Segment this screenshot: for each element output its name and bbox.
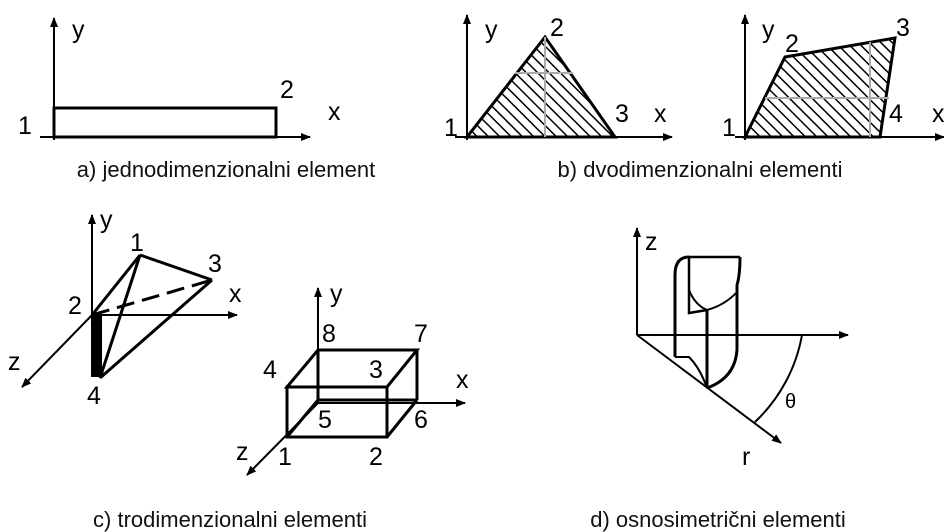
node-label-1: 1 [444,114,458,142]
hex-top-face [283,348,421,389]
r-axis-arrow [636,334,782,444]
axis-label-r: r [742,443,750,471]
ring-bottom-curve [675,356,708,389]
node-label-3: 3 [369,356,383,384]
ring-inner-curve [688,289,708,311]
edge-fill [91,315,102,377]
axis-label-x: x [328,98,341,126]
node-label-4: 4 [889,100,903,128]
axis-label-z: z [8,348,21,376]
tet-edge [90,254,142,316]
tet-edge [99,278,213,380]
tet-hidden-edge [91,278,213,317]
node-label-1: 1 [278,443,292,471]
node-label-3: 3 [208,250,222,278]
axis-label-y: y [72,16,85,44]
tet-edge [139,253,213,282]
node-label-4: 4 [87,382,101,410]
ring-outer-curve [706,285,739,390]
caption-panel-d: d) osnosimetrični elementi [590,507,846,532]
node-label-2: 2 [550,14,564,42]
node-label-2: 2 [68,292,82,320]
axis-label-z: z [645,228,658,256]
node-label-2: 2 [369,443,383,471]
axis-label-x: x [654,100,667,128]
axis-label-z: z [236,438,249,466]
bar-element [52,106,278,139]
caption-panel-b: b) dvodimenzionalni elementi [558,157,843,182]
node-label-1: 1 [722,114,736,142]
node-label-3: 3 [896,14,910,42]
panel-b-quadrilateral: y x 1 2 3 4 [722,14,944,142]
node-label-1: 1 [130,229,144,257]
ring-outer-top-curve [706,291,738,311]
panel-b-triangle: y x 1 2 3 [444,14,673,142]
node-label-7: 7 [414,320,428,348]
node-label-2: 2 [280,76,294,104]
ring-top-right-curve [735,256,742,286]
node-label-4: 4 [263,356,277,384]
node-label-5: 5 [318,406,332,434]
node-label-6: 6 [414,406,428,434]
hex-edge [385,399,419,438]
panel-a-one-dimensional: y x 1 2 [18,16,341,141]
axis-label-y: y [485,16,498,44]
node-label-1: 1 [18,112,32,140]
triangle-element [463,34,618,139]
angle-label: θ [785,391,796,413]
caption-panel-c: c) trodimenzionalni elementi [93,507,367,532]
tet-edge [98,254,142,379]
angle-arc [754,334,803,423]
axis-label-y: y [762,16,775,44]
node-label-8: 8 [322,320,336,348]
panel-c-tetrahedron: y x z 1 2 3 4 [8,206,242,410]
ring-inner-left-edge [673,255,690,357]
caption-panel-a: a) jednodimenzionalni element [77,157,375,182]
axis-label-y: y [100,206,113,234]
hex-front-face [285,385,389,439]
axis-label-y: y [330,280,343,308]
ring-element [673,255,742,390]
panel-d-axisymmetric: z r θ [633,227,849,471]
panel-c-hexahedron: y x z 1 2 3 4 5 6 7 8 [236,280,469,476]
quadrilateral-element [742,36,897,139]
node-label-3: 3 [615,100,629,128]
axis-label-x: x [932,100,944,128]
z-axis-arrow [21,314,93,388]
node-label-2: 2 [785,30,799,58]
ring-inner-edge [687,257,708,315]
axis-label-x: x [456,366,469,394]
axis-label-x: x [229,280,242,308]
hex-edge [285,399,320,438]
